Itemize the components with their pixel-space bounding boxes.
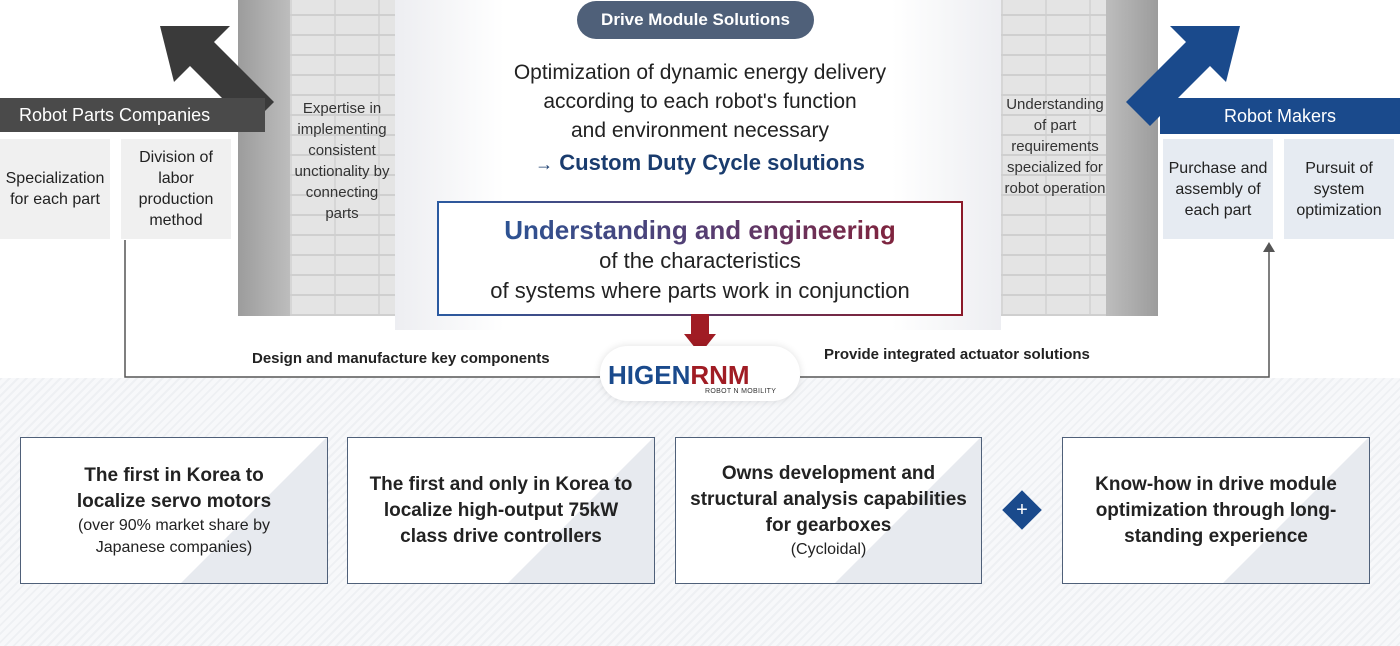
- logo-rnm: RNM: [690, 360, 750, 390]
- card-corner-decoration: [508, 438, 654, 583]
- card-title: The first in Korea to localize servo mot…: [76, 464, 272, 512]
- left-box-division: Division of labor production method: [121, 139, 231, 239]
- plus-icon: +: [1016, 499, 1028, 521]
- logo-tagline: ROBOT N MOBILITY: [705, 388, 777, 395]
- down-arrow-icon: [684, 314, 716, 354]
- card-note: (Cycloidal): [790, 540, 867, 558]
- right-wall-side: [1106, 0, 1158, 316]
- right-box-purchase: Purchase and assembly of each part: [1163, 139, 1273, 239]
- right-wall-text: Understanding of part requirements speci…: [1004, 96, 1106, 197]
- card-corner-decoration: [835, 438, 981, 583]
- card-title: The first and only in Korea to localize …: [369, 473, 633, 547]
- custom-duty-cycle-text: Custom Duty Cycle solutions: [559, 150, 865, 175]
- robot-parts-companies-label: Robot Parts Companies: [0, 98, 265, 132]
- custom-duty-cycle: → Custom Duty Cycle solutions: [430, 150, 970, 176]
- flow-left-label: Design and manufacture key components: [252, 350, 550, 367]
- capability-card-know-how: Know-how in drive module optimization th…: [1062, 437, 1370, 584]
- right-wall: [1001, 0, 1106, 316]
- robot-makers-label: Robot Makers: [1160, 98, 1400, 134]
- right-box-pursuit: Pursuit of system optimization: [1284, 139, 1394, 239]
- right-arrow-icon: →: [535, 154, 554, 174]
- right-up-arrow-icon: [1126, 26, 1240, 126]
- card-corner-decoration: [181, 438, 327, 583]
- card-note: (over 90% market share by Japanese compa…: [77, 516, 271, 556]
- core-emphasis: Understanding and engineering: [439, 215, 961, 246]
- higen-rnm-logo: HIGENRNM: [608, 360, 750, 391]
- logo-higen: HIGEN: [608, 360, 691, 390]
- capability-card-drive-controller: The first and only in Korea to localize …: [347, 437, 655, 584]
- card-corner-decoration: [1223, 438, 1369, 583]
- capability-card-gearbox: Owns development and structural analysis…: [675, 437, 982, 584]
- core-line: of the characteristics: [599, 248, 801, 273]
- left-wall-side: [238, 0, 290, 316]
- logo-container: [600, 346, 800, 401]
- left-box-specialization: Specialization for each part: [0, 139, 110, 239]
- left-wall: [290, 0, 395, 316]
- headline-line: according to each robot's function: [543, 90, 857, 113]
- headline: Optimization of dynamic energy delivery …: [430, 58, 970, 145]
- headline-line: and environment necessary: [571, 119, 829, 142]
- core-box: Understanding and engineering of the cha…: [437, 201, 963, 316]
- title-pill: Drive Module Solutions: [577, 1, 814, 39]
- flow-connector-lines: [124, 240, 1275, 378]
- core-line: of systems where parts work in conjuncti…: [490, 278, 910, 303]
- capability-card-servo: The first in Korea to localize servo mot…: [20, 437, 328, 584]
- card-title: Know-how in drive module optimization th…: [1095, 473, 1337, 547]
- left-wall-text: Expertise in implementing consistent unc…: [294, 100, 390, 222]
- headline-line: Optimization of dynamic energy delivery: [513, 61, 887, 84]
- flow-right-label: Provide integrated actuator solutions: [824, 346, 1090, 363]
- card-title: Owns development and structural analysis…: [690, 462, 967, 536]
